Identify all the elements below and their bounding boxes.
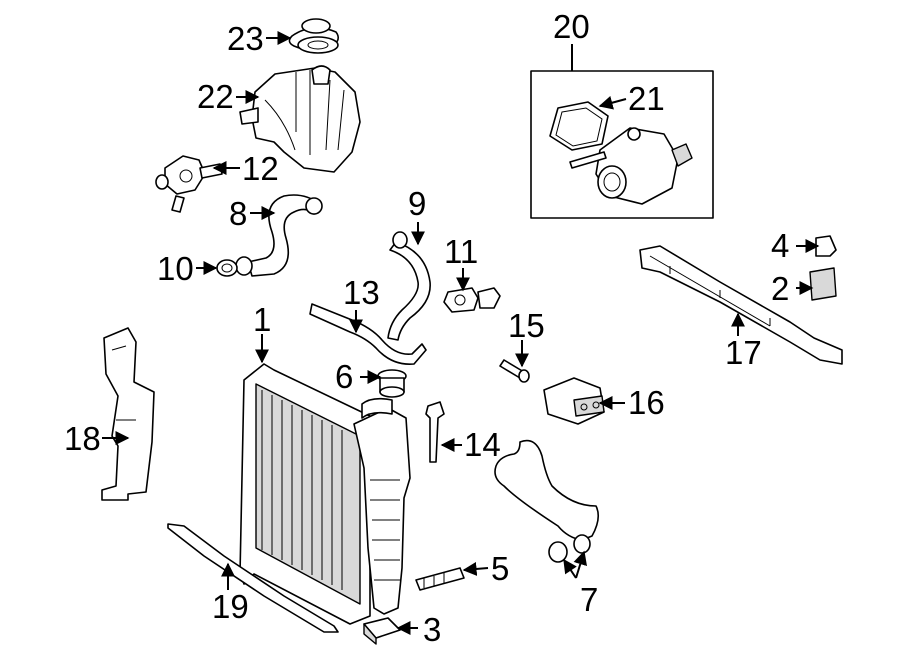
leader-lines: [102, 31, 820, 635]
part-11-connector: [443, 287, 501, 313]
part-18-air-deflector: [101, 327, 155, 501]
part-17-support-bracket: [639, 245, 843, 365]
part-16-valve: [543, 377, 605, 425]
part-22-reservoir: [239, 65, 361, 173]
callout-2: 2: [771, 270, 789, 307]
callout-numbers: 23 22 12 8 10 9 11 13 20 21 4 2 17 15 16…: [64, 8, 789, 648]
callout-7: 7: [580, 581, 598, 618]
callout-17: 17: [725, 334, 762, 371]
part-7-lower-hose: [494, 439, 600, 563]
part-10-hose-clamp: [216, 259, 238, 277]
part-12-bleeder-valve: [155, 155, 223, 213]
part-5-sensor: [415, 567, 465, 591]
callout-3: 3: [423, 611, 441, 648]
callout-14: 14: [464, 426, 501, 463]
callout-9: 9: [408, 185, 426, 222]
part-2-pad: [809, 267, 837, 301]
callout-1: 1: [253, 301, 271, 338]
part-19-lower-shield: [167, 523, 339, 633]
part-3-mount: [363, 617, 401, 645]
callout-20: 20: [553, 8, 590, 45]
part-20-thermostat-housing-assembly: [530, 70, 714, 219]
part-6-cap: [377, 369, 407, 398]
part-13-hose-pipe: [309, 303, 427, 365]
callout-8: 8: [229, 195, 247, 232]
part-1-radiator: [239, 363, 371, 625]
callout-15: 15: [508, 307, 545, 344]
part-23-cap-gasket: [288, 18, 340, 54]
callout-22: 22: [197, 78, 234, 115]
callout-18: 18: [64, 420, 101, 457]
part-9-hose: [387, 231, 431, 341]
callout-5: 5: [491, 550, 509, 587]
part-8-upper-hose: [235, 194, 323, 277]
part-15-sensor: [499, 359, 530, 383]
callout-13: 13: [343, 274, 380, 311]
callout-16: 16: [628, 384, 665, 421]
callout-6: 6: [335, 358, 353, 395]
callout-12: 12: [242, 150, 279, 187]
callout-19: 19: [212, 588, 249, 625]
callout-4: 4: [771, 227, 789, 264]
callout-10: 10: [157, 250, 194, 287]
part-4-clip: [815, 235, 837, 257]
part-14-drain-tube: [425, 401, 445, 463]
callout-21: 21: [628, 80, 665, 117]
callout-23: 23: [227, 20, 264, 57]
callout-11: 11: [444, 233, 478, 270]
radiator-side-tank: [353, 397, 411, 615]
